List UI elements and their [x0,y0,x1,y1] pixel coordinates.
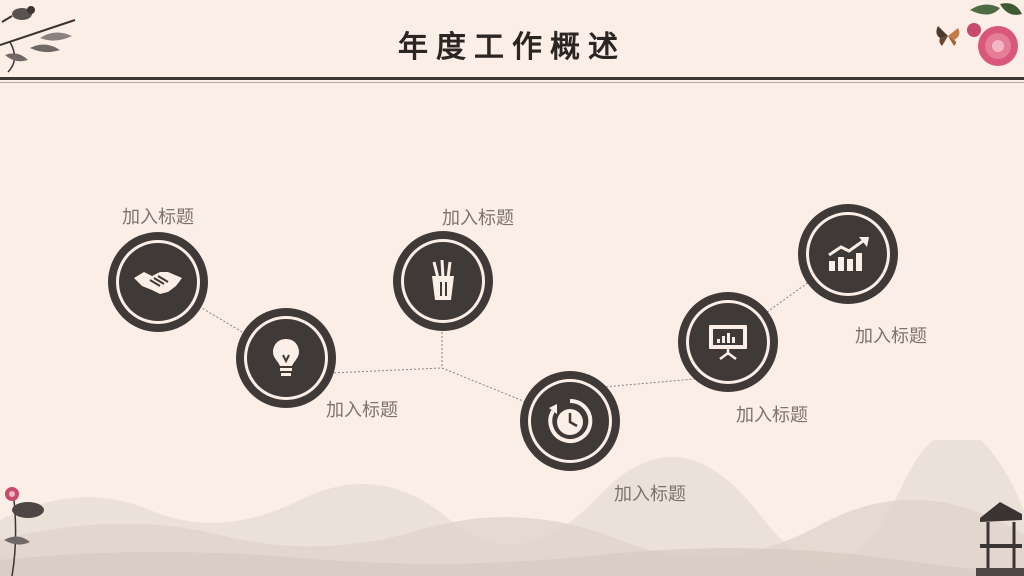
lotus-decoration [4,487,44,576]
item-label: 加入标题 [614,484,686,505]
node-ring [244,316,328,400]
item-label: 加入标题 [442,208,514,229]
node-ring [116,240,200,324]
node-presentation-board[interactable] [678,292,778,392]
ink-mountains-background [0,440,1024,576]
peony-flower-decoration [967,3,1022,66]
item-label: 加入标题 [736,405,808,426]
butterfly-icon [936,26,960,46]
node-clock-refresh[interactable] [520,371,620,471]
item-label: 加入标题 [122,207,194,228]
node-ring [806,212,890,296]
node-lightbulb[interactable] [236,308,336,408]
header-divider [0,77,1024,80]
node-pencil-cup[interactable] [393,231,493,331]
node-ring [686,300,770,384]
pavilion-decoration [976,502,1024,576]
node-ring [401,239,485,323]
node-ring [528,379,612,463]
node-handshake[interactable] [108,232,208,332]
page-title: 年度工作概述 [398,30,626,65]
node-growth-chart[interactable] [798,204,898,304]
header-divider-thin [0,82,1024,83]
item-label: 加入标题 [326,400,398,421]
item-label: 加入标题 [855,326,927,347]
bird-branch-decoration [0,6,76,73]
